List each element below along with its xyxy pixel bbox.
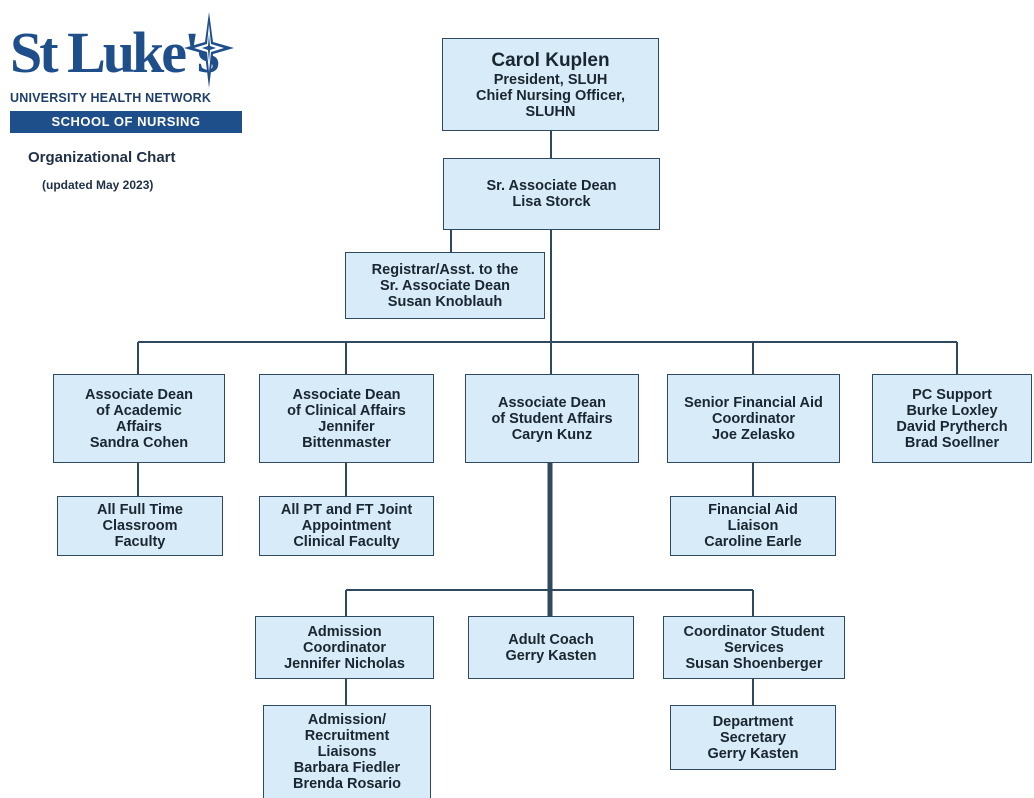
node-admission-coordinator: Admission Coordinator Jennifer Nicholas bbox=[255, 616, 434, 679]
network-name: UNIVERSITY HEALTH NETWORK bbox=[10, 91, 212, 105]
node-adult-coach: Adult Coach Gerry Kasten bbox=[468, 616, 634, 679]
node-clinical-faculty: All PT and FT Joint Appointment Clinical… bbox=[259, 496, 434, 556]
chart-title: Organizational Chart bbox=[28, 149, 176, 166]
node-clinical-affairs-dean: Associate Dean of Clinical Affairs Jenni… bbox=[259, 374, 434, 463]
node-recruitment-liaisons: Admission/ Recruitment Liaisons Barbara … bbox=[263, 705, 431, 798]
updated-date: (updated May 2023) bbox=[42, 178, 154, 192]
logo-wordmark: St Luke's bbox=[10, 20, 220, 85]
node-financial-aid-liaison: Financial Aid Liaison Caroline Earle bbox=[670, 496, 836, 556]
node-academic-affairs-dean: Associate Dean of Academic Affairs Sandr… bbox=[53, 374, 225, 463]
node-classroom-faculty: All Full Time Classroom Faculty bbox=[57, 496, 223, 556]
compass-star-icon bbox=[184, 12, 234, 88]
school-banner: SCHOOL OF NURSING bbox=[10, 111, 242, 133]
node-president: Carol Kuplen President, SLUH Chief Nursi… bbox=[442, 38, 659, 131]
node-pc-support: PC Support Burke Loxley David Prytherch … bbox=[872, 374, 1032, 463]
node-sr-associate-dean: Sr. Associate Dean Lisa Storck bbox=[443, 158, 660, 230]
node-student-affairs-dean: Associate Dean of Student Affairs Caryn … bbox=[465, 374, 639, 463]
node-coordinator-student-services: Coordinator Student Services Susan Shoen… bbox=[663, 616, 845, 679]
node-department-secretary: Department Secretary Gerry Kasten bbox=[670, 705, 836, 770]
node-registrar: Registrar/Asst. to the Sr. Associate Dea… bbox=[345, 252, 545, 319]
node-senior-financial-aid: Senior Financial Aid Coordinator Joe Zel… bbox=[667, 374, 840, 463]
